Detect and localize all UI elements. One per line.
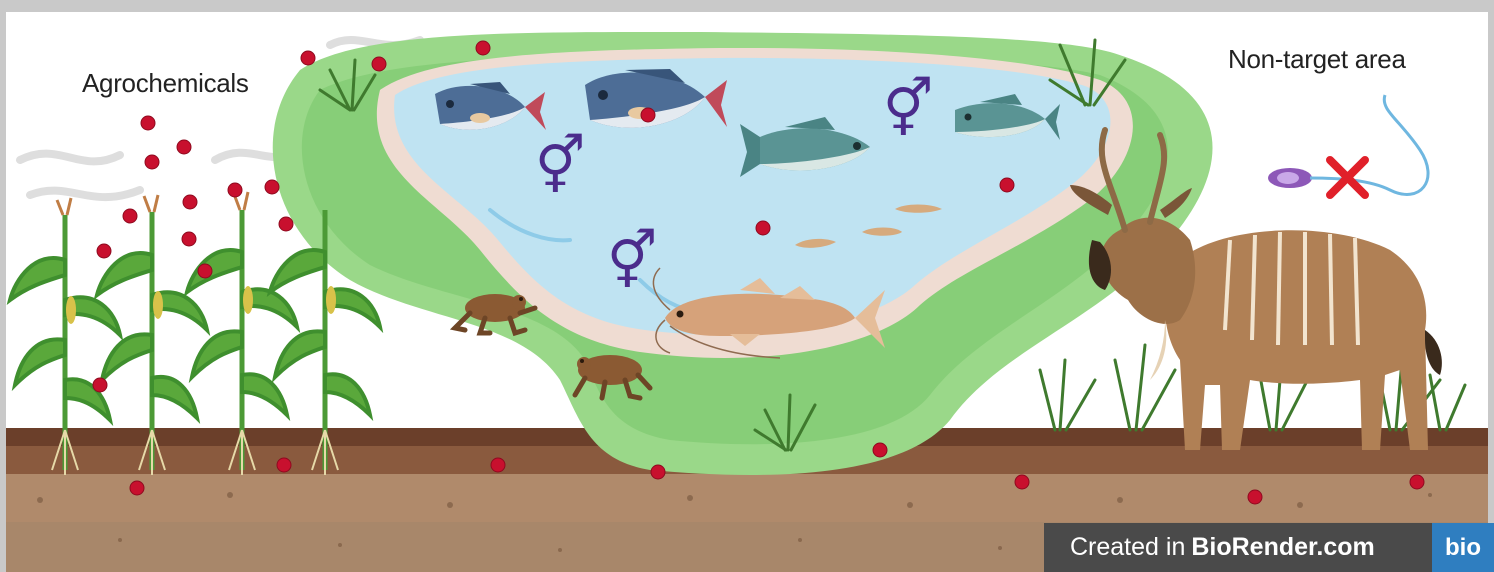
badge-prefix: Created in [1070,533,1185,562]
biorender-logo-icon: bio [1432,523,1494,572]
badge-brand: BioRender.com [1191,533,1374,562]
biorender-badge[interactable]: Created in BioRender.com bio [1044,523,1494,572]
agrochemicals-label: Agrochemicals [82,68,249,99]
intersex-symbol: ⚥ [883,76,934,142]
intersex-symbol: ⚥ [535,133,586,199]
non-target-area-label: Non-target area [1228,44,1406,75]
intersex-symbol: ⚥ [607,228,658,294]
